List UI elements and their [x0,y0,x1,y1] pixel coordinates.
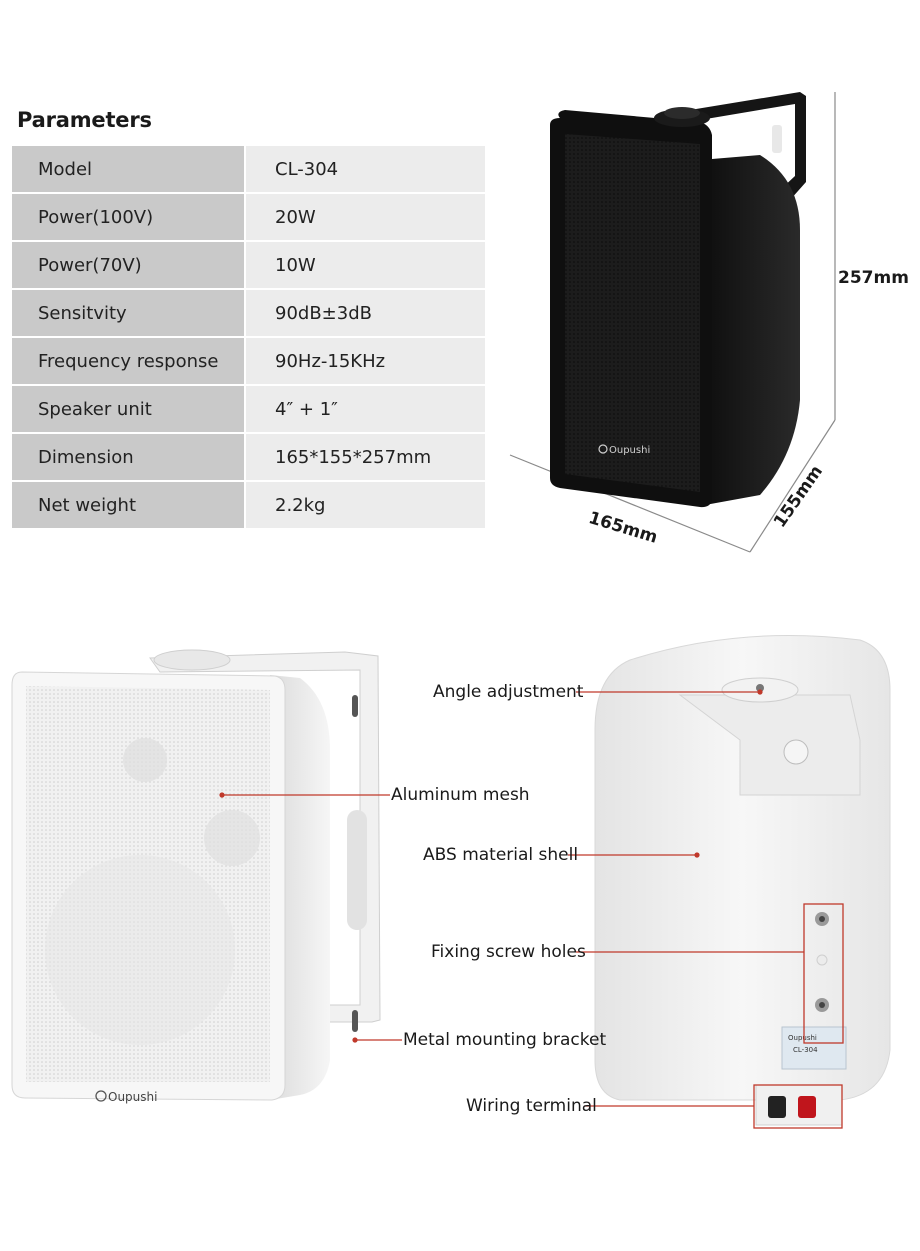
param-value-frequency: 90Hz-15KHz [244,338,485,386]
table-row: Net weight 2.2kg [12,482,485,530]
param-value-sensitivity: 90dB±3dB [244,290,485,338]
param-value-speaker-unit: 4″ + 1″ [244,386,485,434]
back-label-logo: Oupushi [788,1034,817,1042]
black-speaker-illustration: Oupushi [509,92,836,553]
table-row: Power(70V) 10W [12,242,485,290]
callout-abs-shell: ABS material shell [423,845,579,865]
param-value-power-70v: 10W [244,242,485,290]
param-label-sensitivity: Sensitvity [12,290,244,338]
parameters-table: Model CL-304 Power(100V) 20W Power(70V) … [12,146,485,530]
param-value-model: CL-304 [244,146,485,194]
callout-wiring-terminal: Wiring terminal [466,1096,597,1116]
table-row: Frequency response 90Hz-15KHz [12,338,485,386]
black-speaker-logo: Oupushi [609,445,650,456]
dimension-height-label: 257mm [838,268,909,288]
param-label-net-weight: Net weight [12,482,244,530]
param-label-power-100v: Power(100V) [12,194,244,242]
param-value-power-100v: 20W [244,194,485,242]
param-label-dimension: Dimension [12,434,244,482]
callout-metal-bracket: Metal mounting bracket [403,1030,607,1050]
table-row: Model CL-304 [12,146,485,194]
white-speaker-front-illustration: Oupushi [11,649,381,1104]
table-row: Sensitvity 90dB±3dB [12,290,485,338]
param-label-model: Model [12,146,244,194]
param-label-frequency: Frequency response [12,338,244,386]
param-value-dimension: 165*155*257mm [244,434,485,482]
white-speaker-back-illustration: Oupushi CL-304 [594,635,891,1126]
white-speaker-logo: Oupushi [108,1090,157,1104]
table-row: Dimension 165*155*257mm [12,434,485,482]
table-row: Power(100V) 20W [12,194,485,242]
back-label-model: CL-304 [793,1046,818,1054]
callout-angle-adjustment: Angle adjustment [433,682,584,702]
param-label-speaker-unit: Speaker unit [12,386,244,434]
table-row: Speaker unit 4″ + 1″ [12,386,485,434]
parameters-title: Parameters [17,108,152,132]
param-value-net-weight: 2.2kg [244,482,485,530]
callout-fixing-screw-holes: Fixing screw holes [431,942,586,962]
param-label-power-70v: Power(70V) [12,242,244,290]
callout-aluminum-mesh: Aluminum mesh [391,785,530,805]
